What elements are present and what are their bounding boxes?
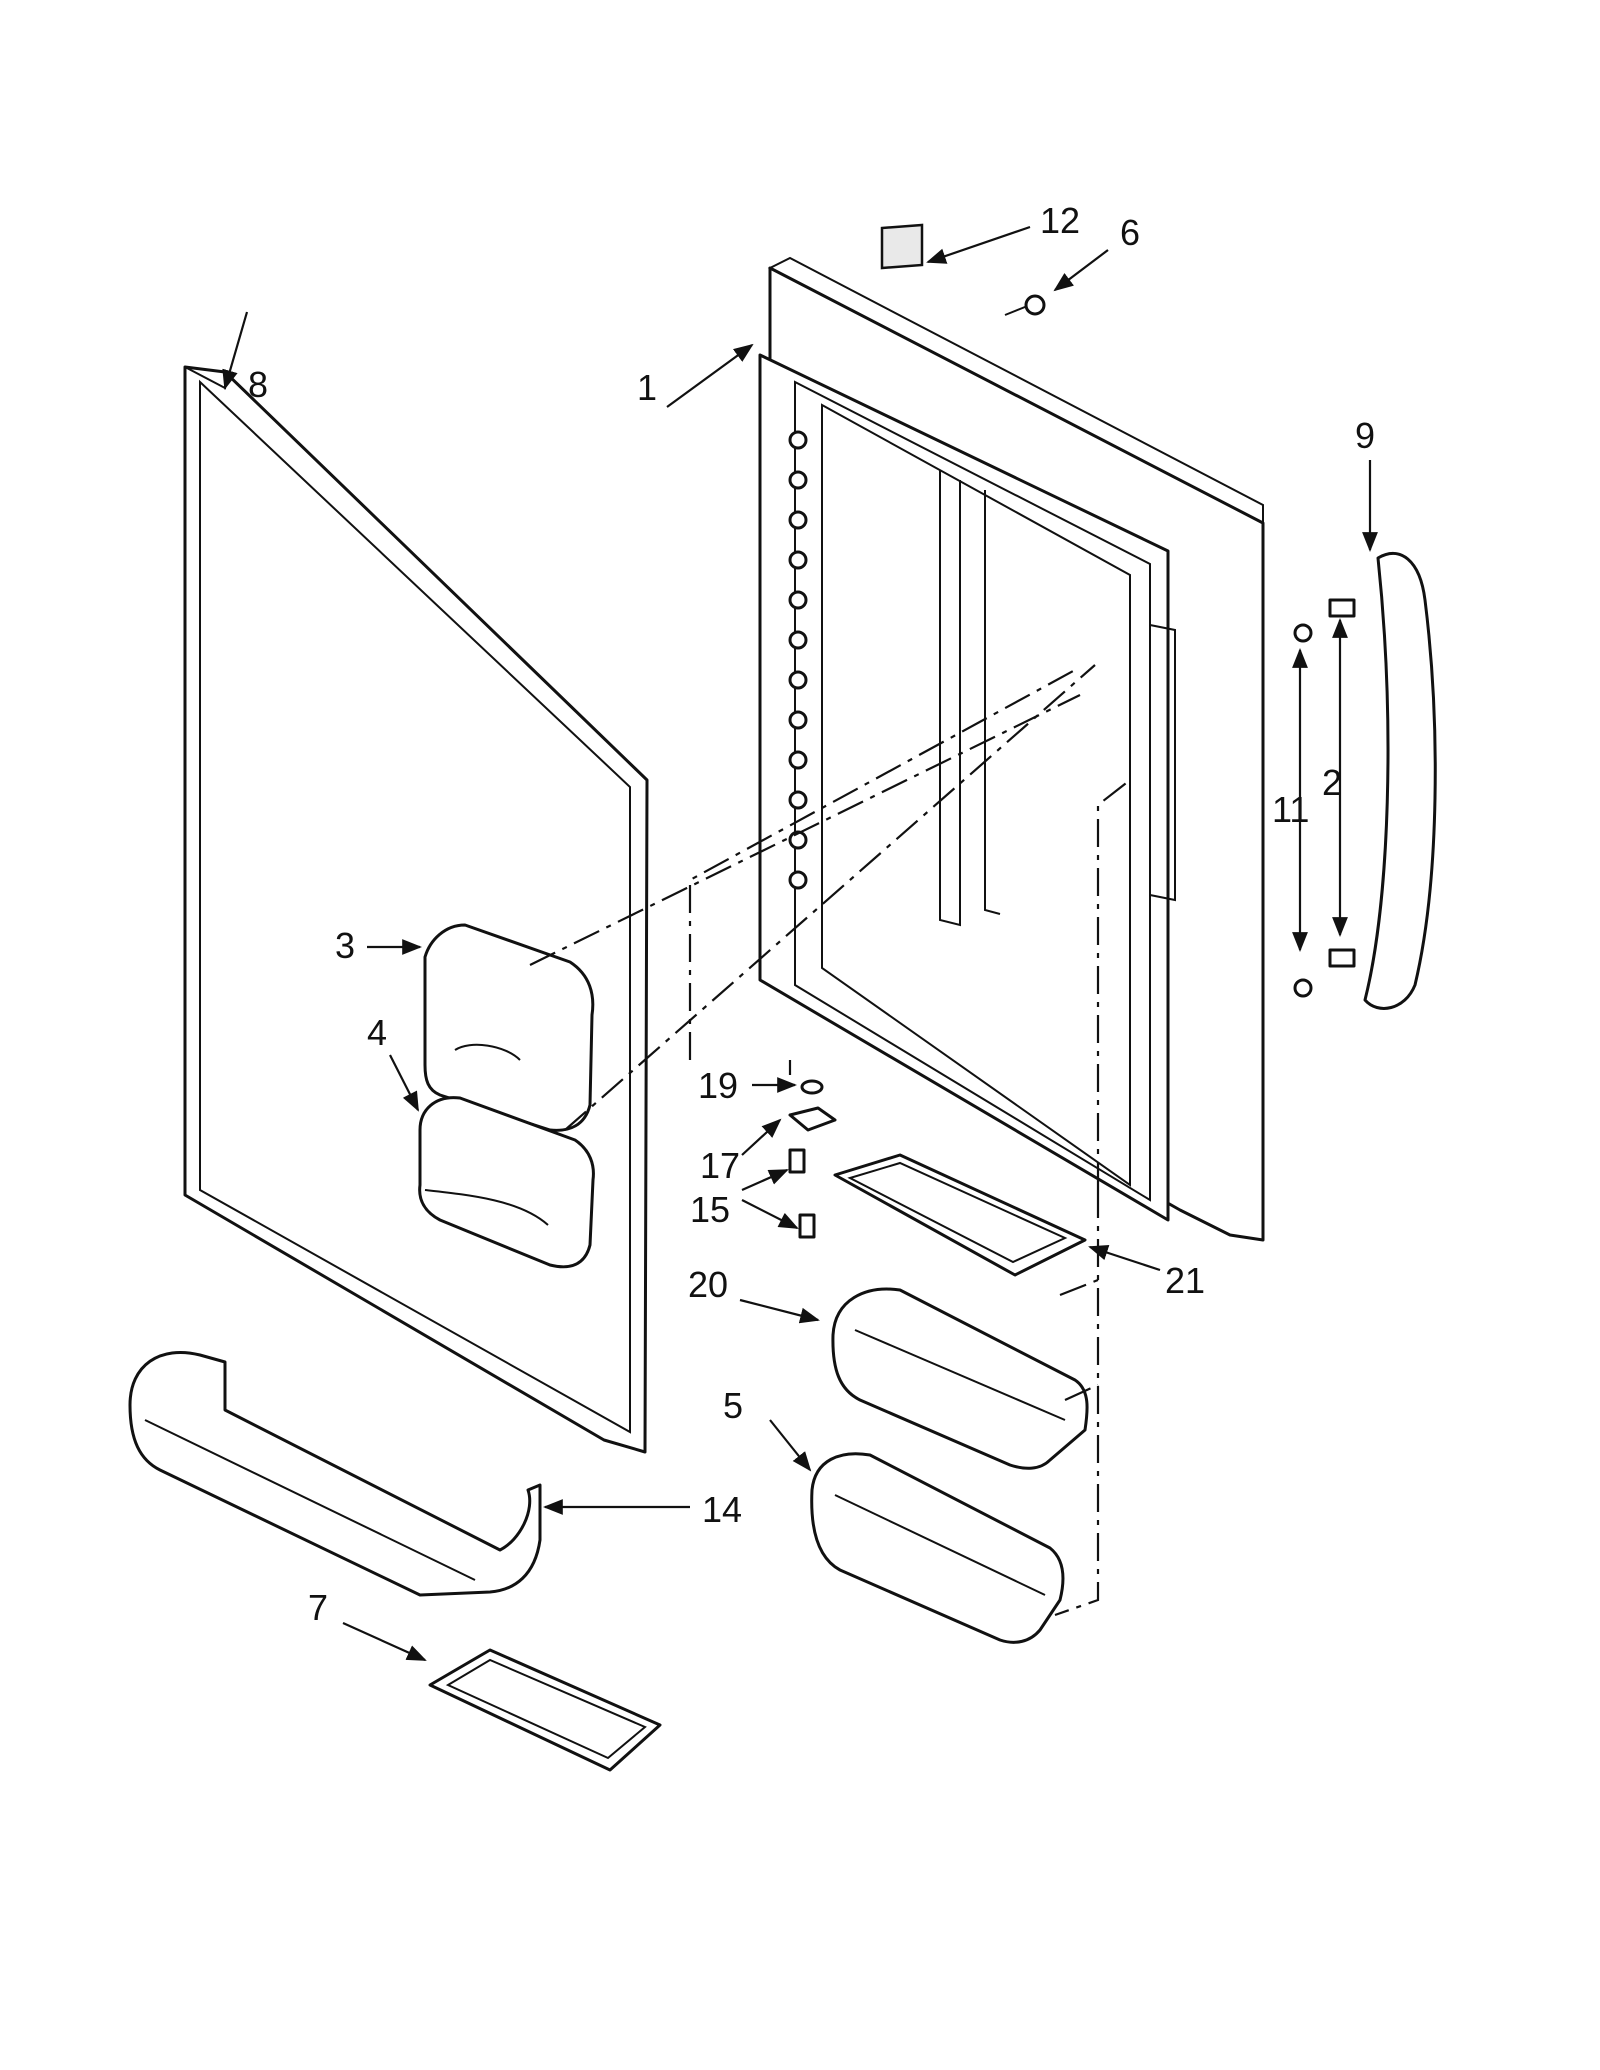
callout-20: 20 — [688, 1264, 728, 1305]
small-tray — [833, 1153, 1087, 1277]
door-liner — [758, 256, 1265, 1242]
callout-2: 2 — [1322, 762, 1342, 803]
callout-4: 4 — [367, 1012, 387, 1053]
callout-3: 3 — [335, 925, 355, 966]
door-outer-panel — [183, 365, 649, 1454]
callout-7: 7 — [308, 1587, 328, 1628]
callout-14: 14 — [702, 1489, 742, 1530]
callout-labels: 1 2 3 4 5 6 7 8 9 11 12 14 15 17 19 20 2… — [248, 200, 1375, 1628]
callout-1: 1 — [637, 367, 657, 408]
callout-21: 21 — [1165, 1260, 1205, 1301]
shelf-stud-column — [788, 430, 808, 890]
small-shelf-tray — [428, 1648, 662, 1772]
callout-12: 12 — [1040, 200, 1080, 241]
callout-6: 6 — [1120, 212, 1140, 253]
leader-arrows — [222, 225, 1378, 1662]
callout-17: 17 — [700, 1145, 740, 1186]
callout-15: 15 — [690, 1189, 730, 1230]
callout-19: 19 — [698, 1065, 738, 1106]
dairy-bin — [418, 1096, 595, 1269]
door-handle — [1363, 552, 1437, 1010]
callout-11: 11 — [1272, 789, 1309, 830]
handle-screws — [1293, 598, 1356, 998]
door-stop-screw — [1004, 294, 1046, 316]
alignment-lines — [529, 664, 1131, 1617]
label-part — [880, 223, 924, 270]
door-shelf-bar — [128, 1350, 542, 1597]
callout-8: 8 — [248, 364, 268, 405]
callout-5: 5 — [723, 1385, 743, 1426]
door-bin-lower — [810, 1452, 1065, 1644]
callout-9: 9 — [1355, 415, 1375, 456]
dairy-door-cover — [423, 923, 595, 1132]
door-bin-upper — [831, 1287, 1089, 1470]
hinge-hardware — [788, 1079, 837, 1239]
